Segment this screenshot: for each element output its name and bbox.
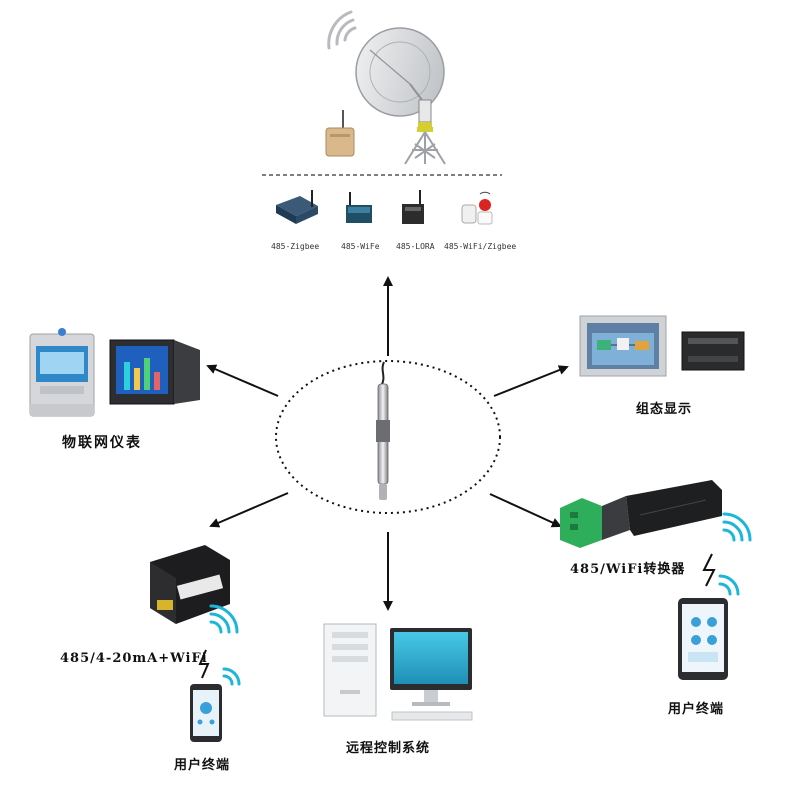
wifi-signal-icon	[327, 10, 357, 50]
center-sensor	[275, 360, 501, 514]
monitor-icon	[390, 628, 473, 721]
label-remote-control: 远程控制系统	[346, 741, 431, 756]
wifi-signal-icon	[222, 667, 241, 686]
panel-meter-icon	[109, 339, 200, 405]
arrows	[206, 276, 569, 611]
water-quality-meter-icon	[29, 328, 95, 417]
scada-group	[579, 315, 745, 377]
arrow-to-wifi-converter	[489, 493, 562, 528]
gateway-row	[276, 190, 493, 225]
remote-control-group	[323, 623, 473, 721]
probe-sensor-icon	[376, 361, 390, 500]
lightning-link-icon	[702, 553, 716, 587]
wifi-signal-icon	[718, 574, 740, 596]
rs485-wifi-converter-icon	[560, 480, 722, 548]
analog-wifi-group	[150, 545, 241, 742]
arrow-to-iot-meter	[206, 364, 279, 397]
lightning-link-icon	[198, 649, 210, 679]
gateway-label-wifi: 485-WiFe	[341, 242, 380, 251]
satellite-station	[262, 10, 502, 176]
din-rail-transmitter-icon	[150, 545, 230, 624]
label-user-terminal-left: 用户终端	[174, 758, 231, 773]
iot-meter-group	[29, 328, 200, 417]
tablet-icon	[678, 598, 728, 680]
wifi-converter-group	[560, 480, 752, 680]
label-wifi-converter: 485/WiFi转换器	[570, 562, 686, 577]
wifi-signal-icon	[722, 512, 752, 542]
gateway-label-wifi-zigbee: 485-WiFi/Zigbee	[444, 242, 517, 251]
gateway-label-zigbee: 485-Zigbee	[271, 242, 320, 251]
gateway-label-lora: 485-LORA	[396, 242, 435, 251]
rtu-antenna-device-icon	[325, 110, 355, 157]
desktop-tower-icon	[323, 623, 377, 717]
smartphone-icon	[190, 684, 222, 742]
center-dotted-ellipse	[275, 360, 501, 514]
label-analog-wifi: 485/4-20mA+WiFi	[60, 651, 208, 666]
arrow-to-scada	[493, 365, 569, 397]
hmi-touchscreen-icon	[579, 315, 667, 377]
plc-module-icon	[681, 331, 745, 371]
wifi-zigbee-sensor-icon	[461, 191, 493, 225]
zigbee-gateway-icon	[276, 190, 318, 224]
lora-gateway-icon	[402, 190, 424, 224]
label-iot-meter: 物联网仪表	[62, 435, 142, 451]
label-scada-display: 组态显示	[636, 402, 693, 417]
wifi-signal-icon	[209, 604, 239, 634]
wifi-gateway-icon	[346, 192, 372, 223]
label-user-terminal-right: 用户终端	[668, 702, 725, 717]
arrow-to-analog-wifi	[209, 492, 289, 528]
satellite-dish-icon	[355, 27, 446, 165]
